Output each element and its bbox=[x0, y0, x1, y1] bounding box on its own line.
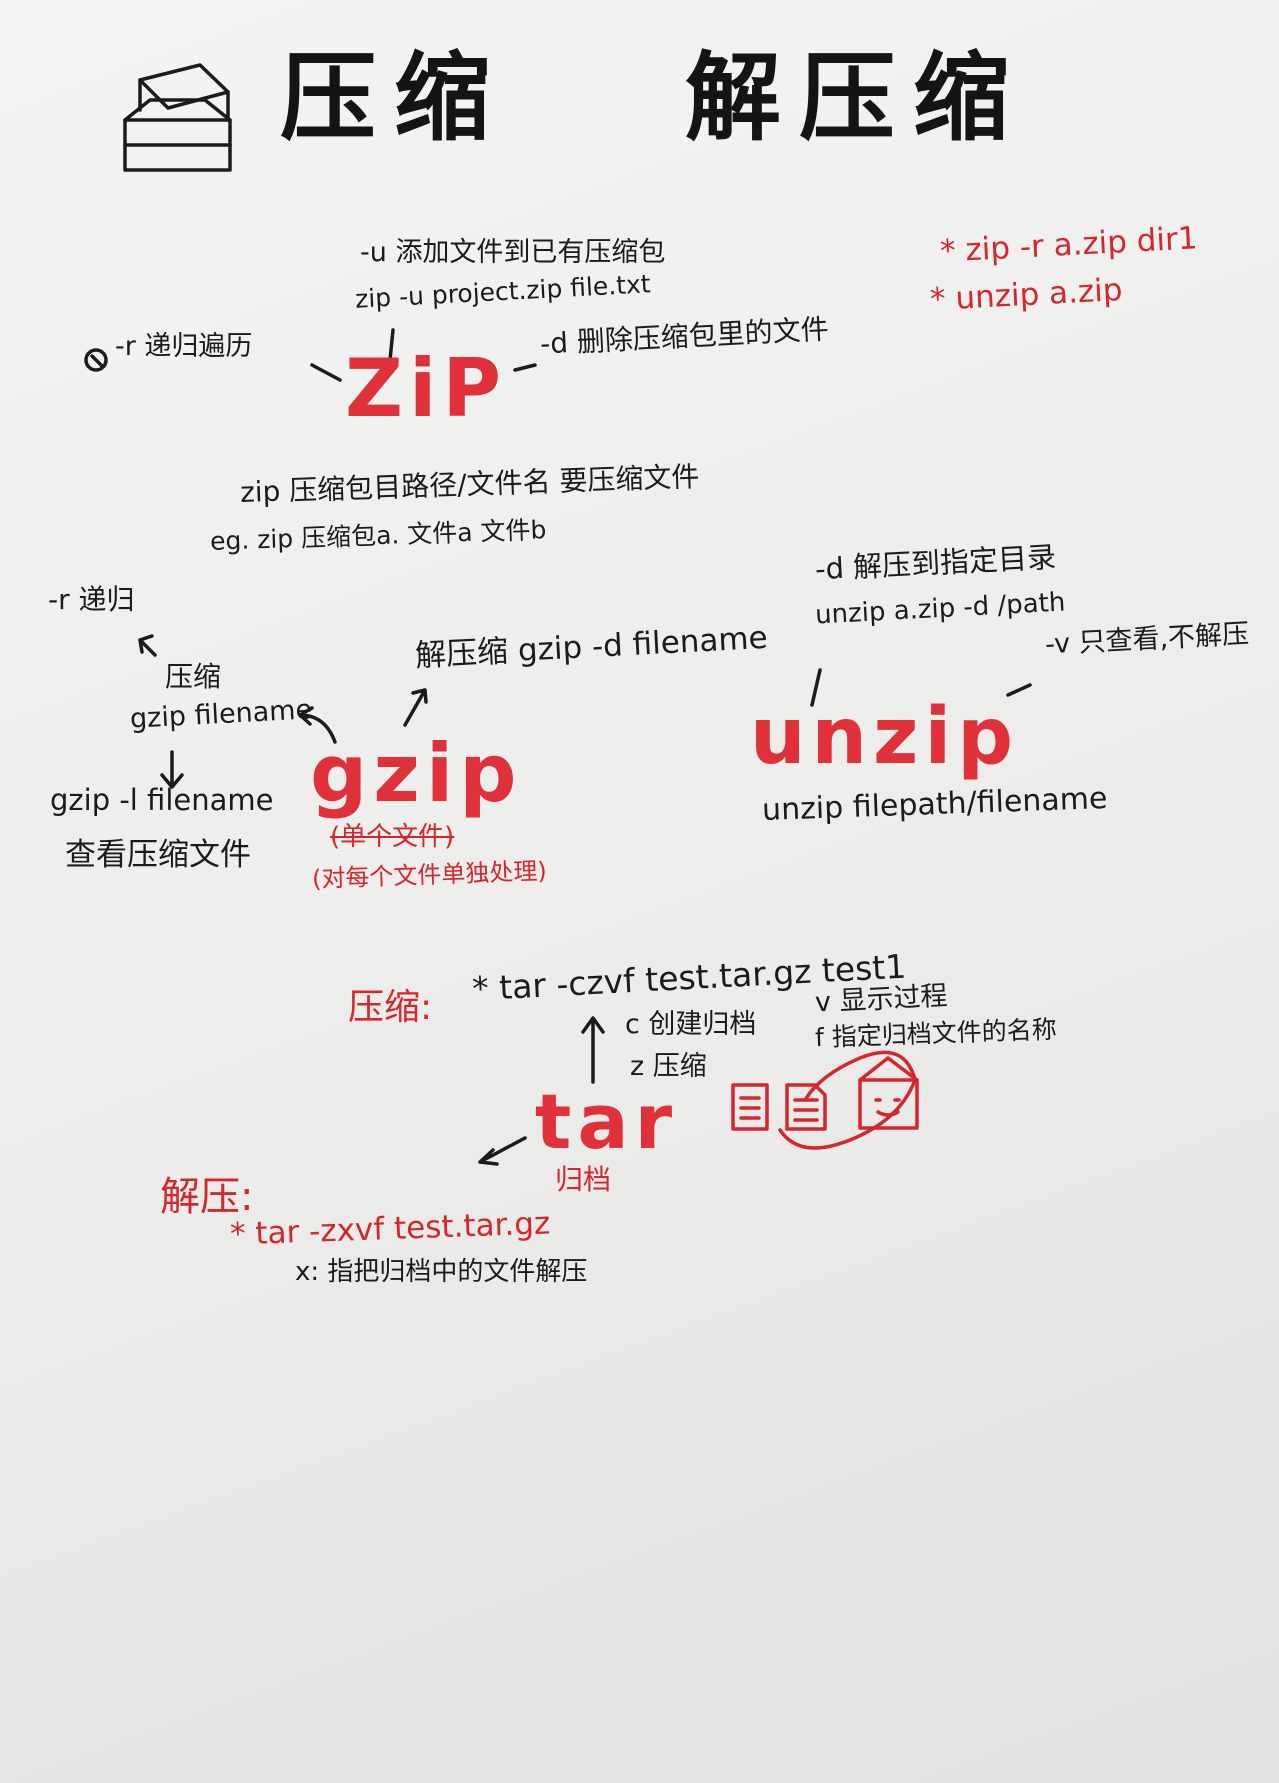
archive-loop-icon bbox=[778, 1050, 917, 1150]
tar-option-z: z 压缩 bbox=[630, 1051, 707, 1082]
zip-option-u: -u 添加文件到已有压缩包 bbox=[360, 237, 666, 268]
document-icon bbox=[731, 1083, 769, 1131]
gzip-list-command: gzip -l filename bbox=[50, 783, 274, 817]
document-icon bbox=[785, 1083, 827, 1131]
tar-decompress-label: 解压: bbox=[160, 1174, 254, 1220]
stacked-boxes-icon bbox=[123, 63, 232, 172]
unzip-connector-d bbox=[810, 668, 822, 707]
zip-connector-d bbox=[513, 363, 537, 372]
arrow-to-decompress-icon bbox=[478, 1136, 527, 1166]
tar-heading: tar bbox=[535, 1077, 679, 1166]
unzip-connector-v bbox=[1006, 683, 1032, 697]
arrow-to-list-icon bbox=[160, 750, 184, 789]
arrow-up-to-options-icon bbox=[581, 1016, 605, 1084]
archive-box-icon bbox=[858, 1056, 919, 1130]
zip-connector-u bbox=[388, 328, 395, 362]
gzip-compress-label: 压缩 bbox=[165, 660, 222, 693]
arrow-decompress-icon bbox=[403, 688, 428, 727]
zip-connector-r bbox=[310, 363, 342, 382]
title-decompress: 解压缩 bbox=[685, 41, 1027, 154]
gzip-single-file-note: (单个文件) bbox=[330, 822, 455, 852]
spiral-bullet-icon bbox=[84, 348, 108, 372]
tar-compress-label: 压缩: bbox=[348, 987, 433, 1028]
zip-option-r: -r 递归遍历 bbox=[115, 331, 253, 362]
tar-archive-label: 归档 bbox=[555, 1163, 612, 1196]
gzip-option-r: -r 递归 bbox=[48, 583, 135, 616]
title-compress: 压缩 bbox=[280, 41, 508, 154]
arrow-to-recursive-icon bbox=[138, 634, 157, 657]
unzip-heading: unzip bbox=[750, 692, 1020, 782]
zip-heading: ZiP bbox=[345, 342, 508, 435]
gzip-list-label: 查看压缩文件 bbox=[65, 837, 251, 873]
gzip-heading: gzip bbox=[310, 727, 523, 820]
tar-option-x: x: 指把归档中的文件解压 bbox=[295, 1257, 588, 1287]
tar-option-c: c 创建归档 bbox=[625, 1009, 757, 1040]
arrow-compress-curve-icon bbox=[298, 706, 337, 744]
